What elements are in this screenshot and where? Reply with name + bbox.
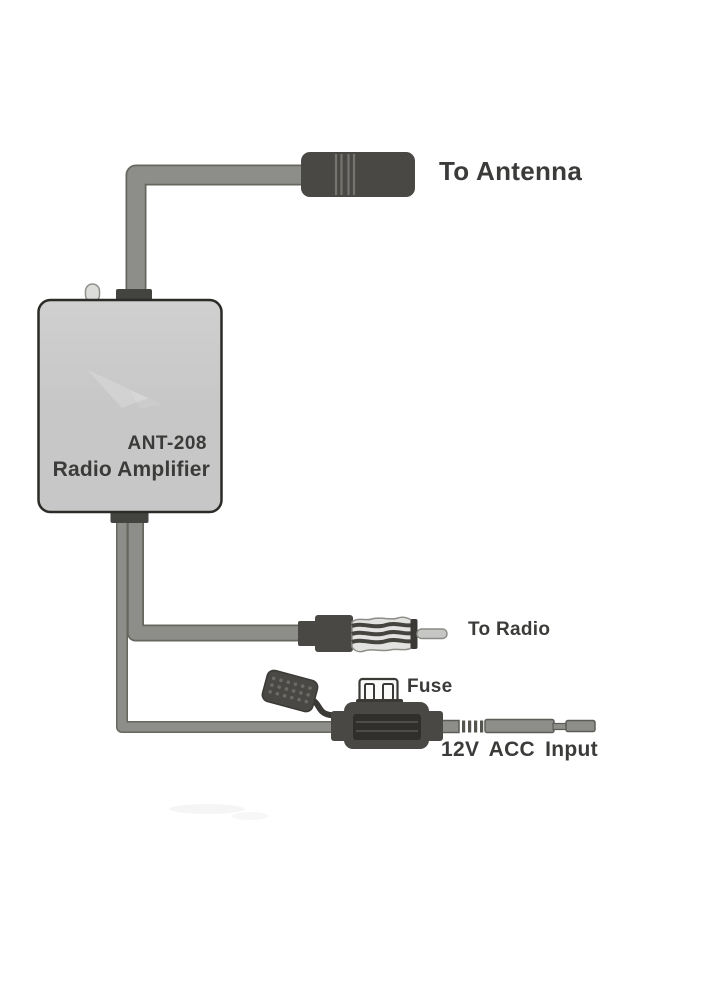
lead-segment (484, 718, 555, 734)
rib-band (351, 622, 414, 629)
lead-dash (468, 720, 472, 733)
radio-plug-icon (298, 615, 448, 653)
antenna-plug-body (301, 152, 415, 197)
radio-plug-body (315, 615, 353, 652)
amplifier-box-sheen (40, 301, 220, 511)
lead-dash (462, 720, 466, 733)
power-cable (116, 510, 345, 733)
radio-cable-outline (127, 510, 310, 642)
antenna-cable (125, 164, 302, 302)
antenna-cable-core (127, 166, 302, 302)
lead-dash (474, 720, 478, 733)
fuse-holder-inset (353, 714, 421, 740)
radio-cable-core (128, 510, 310, 640)
power-cable-core (117, 510, 345, 732)
lead-tip (565, 719, 596, 733)
fuse-cap-body (261, 669, 319, 713)
radio-cable (127, 510, 310, 642)
box-reflection (130, 390, 162, 409)
rib-band (351, 630, 414, 637)
power-lead-icon (436, 718, 596, 734)
background-smudge (169, 804, 245, 814)
label-fuse: Fuse (407, 676, 453, 697)
blade-fuse-prong (382, 683, 394, 701)
amplifier-box (37, 283, 223, 523)
antenna-plug-icon (301, 152, 415, 197)
rib-band (351, 638, 414, 645)
radio-plug-collar (298, 621, 317, 646)
fuse-cap-icon (261, 669, 319, 713)
fuse-holder-icon (331, 699, 443, 749)
device-name: Radio Amplifier (52, 458, 210, 481)
radio-plug-washer (410, 619, 418, 649)
device-model: ANT-208 (127, 433, 207, 454)
box-reflection (88, 370, 148, 408)
radio-plug-pin (416, 628, 448, 640)
lead-dash (480, 720, 484, 733)
blade-fuse-prong (364, 683, 375, 701)
label-12v-acc-input: 12V ACC Input (441, 738, 598, 761)
label-to-antenna: To Antenna (439, 156, 583, 186)
fuse-cap-ribs (268, 676, 312, 704)
antenna-cable-outline (125, 164, 302, 302)
label-to-radio: To Radio (468, 619, 551, 640)
amplifier-box-text: ANT-208 Radio Amplifier (38, 300, 221, 512)
